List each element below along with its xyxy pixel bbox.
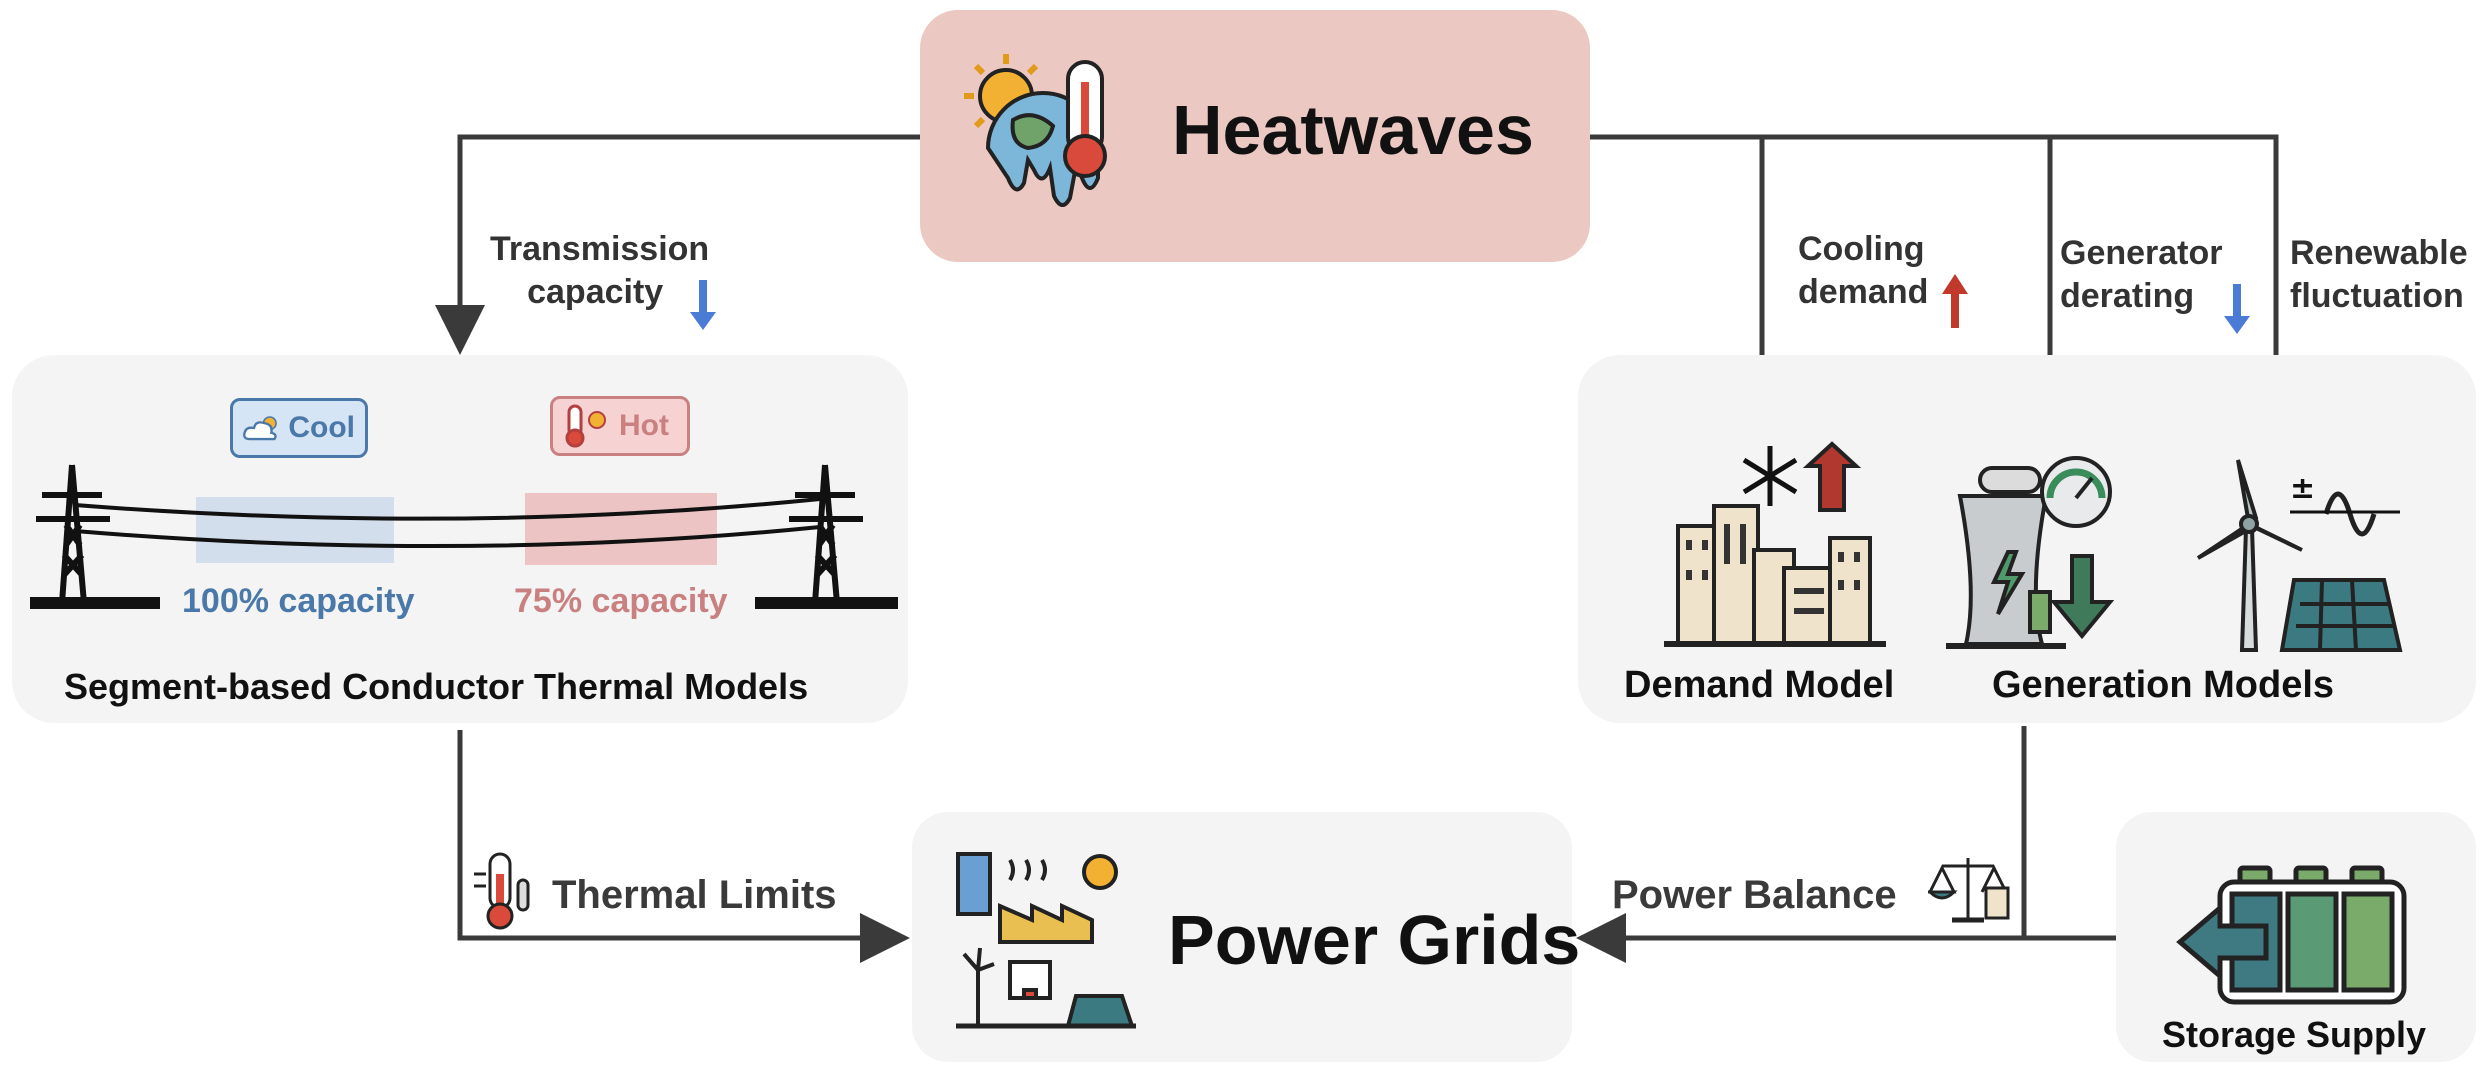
thermal-limits-label: Thermal Limits — [552, 873, 837, 917]
wind-solar-icon: ± — [2196, 459, 2403, 652]
demand-model-title: Demand Model — [1624, 664, 1895, 706]
hot-capacity-label: 75% capacity — [514, 582, 728, 620]
edge-heat-to-transmission — [435, 134, 922, 355]
generation-models-title: Generation Models — [1992, 664, 2335, 706]
battery-icon — [2176, 865, 2407, 1005]
cooling-demand-label: Cooling demand — [1798, 228, 1928, 313]
thermometer-sun-icon — [565, 404, 606, 448]
power-grids-title: Power Grids — [1168, 901, 1581, 979]
edge-thermal-limits — [457, 730, 910, 963]
heatwaves-title: Heatwaves — [1172, 91, 1534, 169]
cloud-sun-icon — [243, 416, 277, 441]
renewable-label-line2: fluctuation — [2290, 276, 2464, 315]
transmission-line-illustration — [30, 464, 898, 609]
cooling-label-line1: Cooling — [1798, 230, 1925, 268]
renewable-fluctuation-label: Renewable fluctuation — [2290, 232, 2468, 317]
conductor-lower — [74, 525, 821, 549]
cool-chip: Cool — [230, 398, 368, 458]
cool-segment-highlight — [196, 497, 394, 563]
cool-label: Cool — [288, 411, 355, 444]
arrow-down-blue-icon — [690, 280, 716, 330]
transmission-label-line2: capacity — [527, 272, 664, 311]
renewable-label-line1: Renewable — [2290, 234, 2468, 272]
grid-infrastructure-icon — [956, 852, 1136, 1029]
generator-label-line2: derating — [2060, 276, 2195, 315]
generator-label-line1: Generator — [2060, 234, 2223, 272]
conductor-upper — [74, 497, 821, 521]
sun-earth-thermometer-icon — [964, 54, 1107, 207]
transmission-tower-icon-right — [755, 464, 898, 609]
hot-chip: Hot — [550, 396, 690, 456]
arrow-down-blue-icon-2 — [2224, 284, 2250, 334]
svg-text:±: ± — [2290, 471, 2315, 506]
transmission-tower-icon-left — [30, 464, 160, 609]
transmission-label-line1: Transmission — [490, 230, 710, 268]
cool-capacity-label: 100% capacity — [182, 582, 415, 620]
transmission-capacity-label: Transmission capacity — [490, 228, 709, 313]
generator-derating-label: Generator derating — [2060, 232, 2223, 317]
thermometer-icon — [474, 852, 530, 930]
edge-heat-right — [1590, 134, 2301, 408]
power-plant-gauge-icon — [1946, 456, 2115, 649]
transmission-panel-title: Segment-based Conductor Thermal Models — [64, 666, 809, 707]
cooling-label-line2: demand — [1798, 272, 1929, 311]
hot-label: Hot — [619, 409, 669, 442]
power-balance-label: Power Balance — [1612, 873, 1897, 917]
balance-scale-icon — [1928, 858, 2010, 923]
hot-segment-highlight — [525, 493, 717, 565]
city-snowflake-icon — [1664, 441, 1886, 647]
storage-panel-title: Storage Supply — [2162, 1014, 2427, 1055]
arrow-up-red-icon — [1942, 274, 1968, 328]
